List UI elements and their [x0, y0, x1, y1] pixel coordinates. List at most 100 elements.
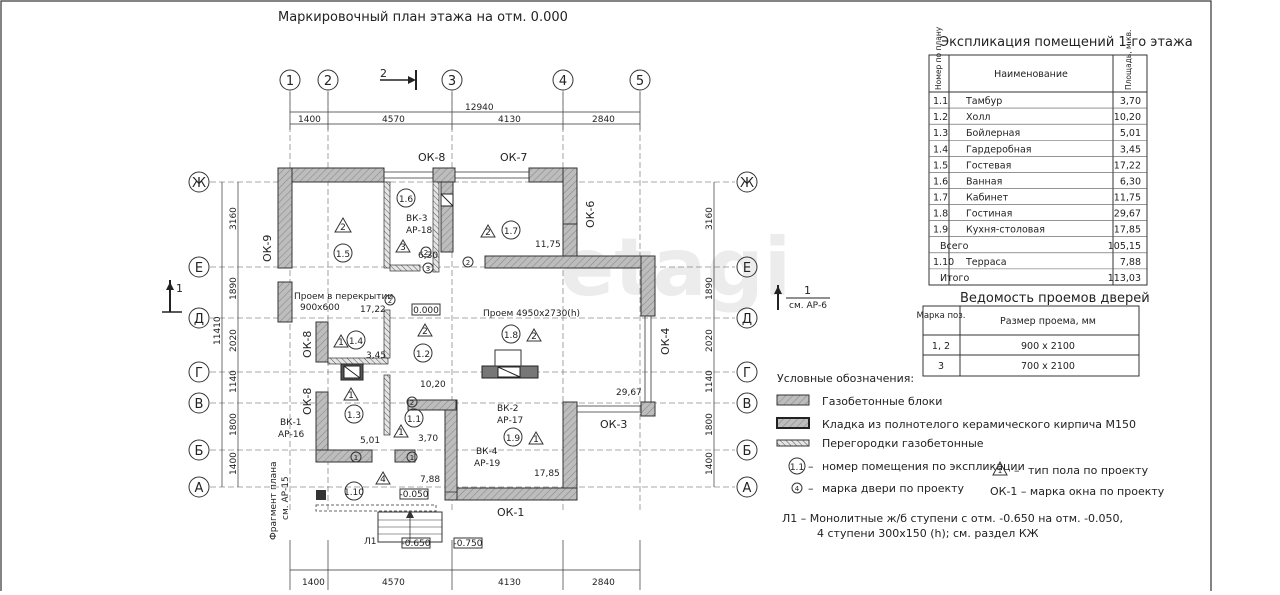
room-area: 3,70 — [418, 434, 438, 444]
room-area: 17,85 — [534, 469, 560, 479]
legend-window-mark: ОК-1 – марка окна по проекту — [990, 485, 1165, 498]
vent-code: ВК-2 — [497, 404, 519, 414]
dim-right: 1400 — [705, 452, 715, 475]
explication-title: Экспликация помещений 1-го этажа — [940, 35, 1193, 50]
floor-opening-size: 900х600 — [300, 303, 340, 313]
vent-ref: АР-17 — [497, 416, 523, 426]
dim-span: 4130 — [498, 115, 521, 125]
legend-sample-room: 1.1 — [790, 463, 804, 473]
window-mark: ОК-9 — [261, 235, 274, 262]
doors-table-title: Ведомость проемов дверей — [960, 291, 1150, 306]
floor-type: 1 — [348, 391, 354, 401]
door-row-mark: 3 — [938, 361, 944, 372]
window-openings — [384, 171, 652, 493]
axis-label: Б — [195, 444, 204, 459]
dim-left: 1890 — [229, 277, 239, 300]
floor-type: 1 — [533, 435, 539, 445]
expl-cell-name: Кухня-столовая — [966, 225, 1045, 236]
room-number: 1.3 — [347, 411, 361, 421]
expl-cell-area: 6,30 — [1120, 176, 1141, 187]
room-number: 1.8 — [504, 331, 519, 341]
exterior-walls — [277, 167, 656, 501]
axis-label: Е — [743, 261, 751, 276]
room-number: 1.7 — [504, 227, 518, 237]
axis-label: 5 — [636, 74, 644, 89]
dim-span: 1400 — [298, 115, 321, 125]
axis-label: Д — [742, 312, 752, 327]
legend-room-num: номер помещения по экспликации — [822, 460, 1025, 473]
legend-stairs: Л1 – Монолитные ж/б ступени с отм. -0.65… — [782, 512, 1123, 525]
expl-cell-name: Гардеробная — [966, 144, 1032, 155]
door-marks: 2 3 2 2 1 1 2 — [350, 246, 474, 463]
legend-item: Перегородки газобетонные — [822, 437, 984, 450]
section-number: 1 — [176, 282, 183, 295]
level-mark: -0.750 — [453, 539, 482, 549]
dim-span: 4130 — [498, 578, 521, 588]
room-number: 1.5 — [336, 250, 350, 260]
room-number: 1.10 — [344, 488, 364, 498]
window-mark: ОК-8 — [301, 388, 314, 415]
dim-right: 1890 — [705, 277, 715, 300]
room-area: 5,01 — [360, 436, 380, 446]
room-area: 11,75 — [535, 240, 561, 250]
fragment-ref: см. АР-15 — [281, 476, 291, 520]
legend-item: Кладка из полнотелого керамического кирп… — [822, 418, 1136, 431]
door-row-mark: 1, 2 — [932, 341, 950, 352]
floor-type: 4 — [380, 475, 386, 485]
floor-type: 3 — [400, 243, 406, 253]
floor-opening: Проем в перекрытии — [294, 292, 393, 302]
room-area: 29,67 — [616, 388, 642, 398]
vent-ref: АР-19 — [474, 459, 501, 469]
section-mark-left: 1 — [162, 280, 183, 313]
dim-span: 2840 — [592, 578, 615, 588]
legend-stairs: 4 ступени 300х150 (h); см. раздел КЖ — [817, 527, 1039, 540]
window-mark: ОК-4 — [659, 328, 672, 355]
dim-right: 1800 — [705, 413, 715, 436]
vent-code: ВК-1 — [280, 418, 302, 428]
door-mark: 3 — [426, 265, 430, 273]
expl-cell-area: 17,22 — [1114, 160, 1141, 171]
doors-header-size: Размер проема, мм — [1000, 316, 1096, 327]
col-header-area: Площадь, м.кв. — [1124, 30, 1133, 90]
window-mark: ОК-1 — [497, 506, 524, 519]
vent-ref: АР-18 — [406, 226, 433, 236]
axis-label: Д — [194, 312, 204, 327]
door-mark: 2 — [410, 399, 414, 407]
room-number: 1.6 — [399, 195, 414, 205]
brick-columns — [316, 193, 539, 500]
legend-sample-floor: 1 — [998, 467, 1002, 475]
window-mark: ОК-8 — [301, 331, 314, 358]
dim-span: 4570 — [382, 115, 405, 125]
room-number: 1.4 — [349, 337, 364, 347]
entrance-stairs: Л1 -0.650 -0.750 — [315, 504, 483, 549]
section-number: 2 — [380, 67, 387, 80]
window-mark: ОК-7 — [500, 151, 527, 164]
doors-header-mark: Марка поз. — [917, 311, 966, 321]
level-mark: 0.000 — [413, 306, 439, 316]
axis-label: Ж — [192, 176, 206, 191]
legend-door-mark: марка двери по проекту — [822, 482, 965, 495]
room-area: 7,88 — [420, 475, 440, 485]
dimension-bottom — [289, 540, 641, 590]
dim-span: 4570 — [382, 578, 405, 588]
expl-cell-name: Тамбур — [965, 96, 1002, 107]
expl-cell-area: 10,20 — [1114, 112, 1141, 123]
dim-span: 1400 — [302, 578, 325, 588]
expl-cell-num: 1.10 — [933, 257, 954, 268]
dim-total: 12940 — [465, 103, 494, 113]
expl-cell-name: Ванная — [966, 176, 1002, 187]
axis-label: А — [195, 481, 204, 496]
section-mark-top: 2 — [380, 67, 417, 90]
legend: Условные обозначения: Газобетонные блоки… — [776, 372, 1165, 540]
expl-cell-num: 1.1 — [933, 96, 948, 107]
dimension-left — [221, 182, 715, 487]
axis-label: 2 — [324, 74, 332, 89]
expl-cell-num: 1.4 — [933, 144, 948, 155]
section-ref: см. АР-6 — [789, 301, 827, 311]
dim-right: 1140 — [705, 370, 715, 393]
door-mark: 1 — [410, 454, 414, 462]
floor-type: 2 — [531, 332, 537, 342]
expl-cell-name: Терраса — [965, 257, 1007, 268]
expl-cell-area: 3,70 — [1120, 96, 1141, 107]
